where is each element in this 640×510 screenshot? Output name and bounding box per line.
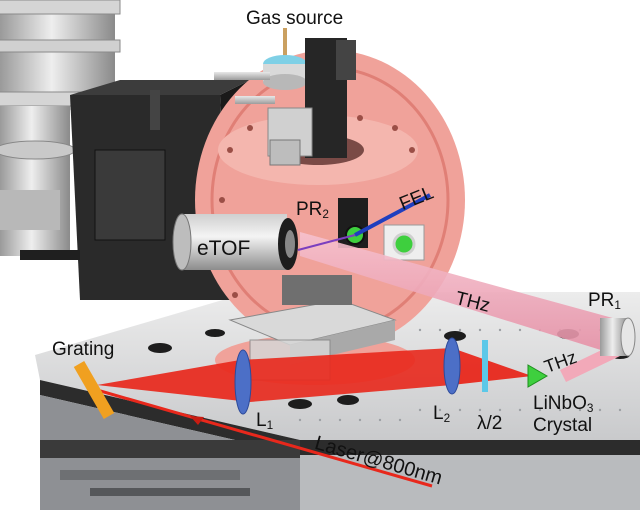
grating (73, 361, 115, 419)
half-wave-label: λ/2 (477, 413, 503, 434)
lens-l1 (234, 349, 252, 415)
pr1-mirror (600, 317, 636, 357)
etof-tube (172, 213, 298, 271)
pr2-mount (338, 198, 425, 261)
pr1-label: PR1 (588, 290, 621, 312)
l1-label: L1 (256, 410, 274, 432)
fel-focus-line (297, 234, 356, 251)
linbo3-crystal (527, 364, 548, 388)
crystal-label: LiNbO3 Crystal (533, 393, 594, 437)
lens-l2 (443, 337, 461, 395)
laser-beams (96, 348, 532, 488)
gas-source-label: Gas source (246, 8, 344, 29)
l2-label: L2 (433, 403, 451, 425)
vacuum-column (0, 0, 121, 256)
grating-label: Grating (52, 339, 115, 360)
half-wave-plate (482, 340, 488, 392)
gas-source-assembly (214, 28, 356, 166)
etof-label: eTOF (197, 237, 251, 260)
pr2-label: PR2 (296, 199, 329, 221)
fel-beam (354, 193, 431, 237)
